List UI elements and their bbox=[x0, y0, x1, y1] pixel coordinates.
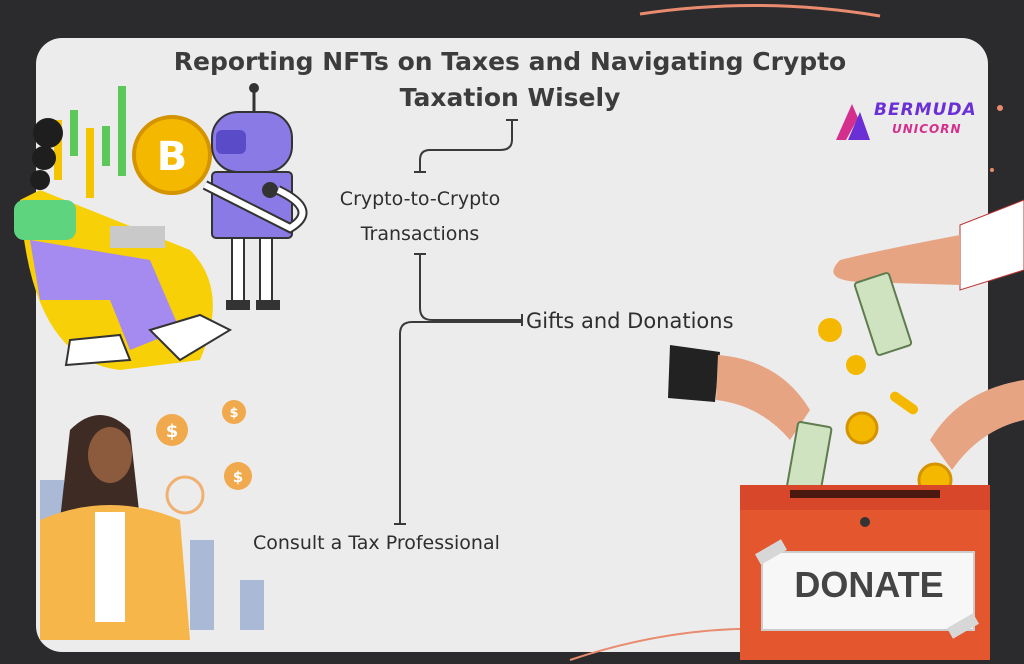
node-crypto-to-crypto: Crypto-to-Crypto Transactions bbox=[339, 188, 501, 245]
hands-money-illustration bbox=[668, 199, 1024, 498]
orange-swoosh-top bbox=[639, 4, 881, 18]
svg-text:B: B bbox=[157, 134, 188, 180]
svg-text:$: $ bbox=[229, 406, 238, 421]
dollar-coin-icon: $ $ $ bbox=[156, 400, 252, 490]
brand-logo: BERMUDA UNICORN bbox=[834, 98, 984, 146]
bitcoin-coin-icon: B bbox=[132, 115, 212, 195]
unicorn-logo-icon bbox=[836, 104, 870, 140]
svg-text:$: $ bbox=[166, 421, 179, 442]
connector-title-to-node1 bbox=[419, 120, 513, 172]
connector-node1-to-node2 bbox=[419, 254, 522, 321]
robot-illustration bbox=[202, 83, 308, 310]
donate-box-label: DONATE bbox=[794, 564, 944, 605]
logo-word-unicorn: UNICORN bbox=[892, 122, 962, 136]
diagram-connectors bbox=[394, 119, 523, 525]
node-consult-tax-professional: Consult a Tax Professional bbox=[253, 532, 500, 554]
node-gifts-donations: Gifts and Donations bbox=[526, 309, 734, 333]
diagram-title: Reporting NFTs on Taxes and Navigating C… bbox=[173, 47, 847, 112]
donate-box-illustration bbox=[740, 485, 990, 660]
woman-presenter-illustration bbox=[40, 415, 205, 640]
connector-node2-to-node3 bbox=[399, 321, 522, 524]
svg-text:$: $ bbox=[233, 468, 243, 486]
woman-laptop-illustration bbox=[14, 118, 233, 370]
logo-word-bermuda: BERMUDA bbox=[874, 100, 977, 120]
candlestick-icon bbox=[54, 86, 126, 198]
